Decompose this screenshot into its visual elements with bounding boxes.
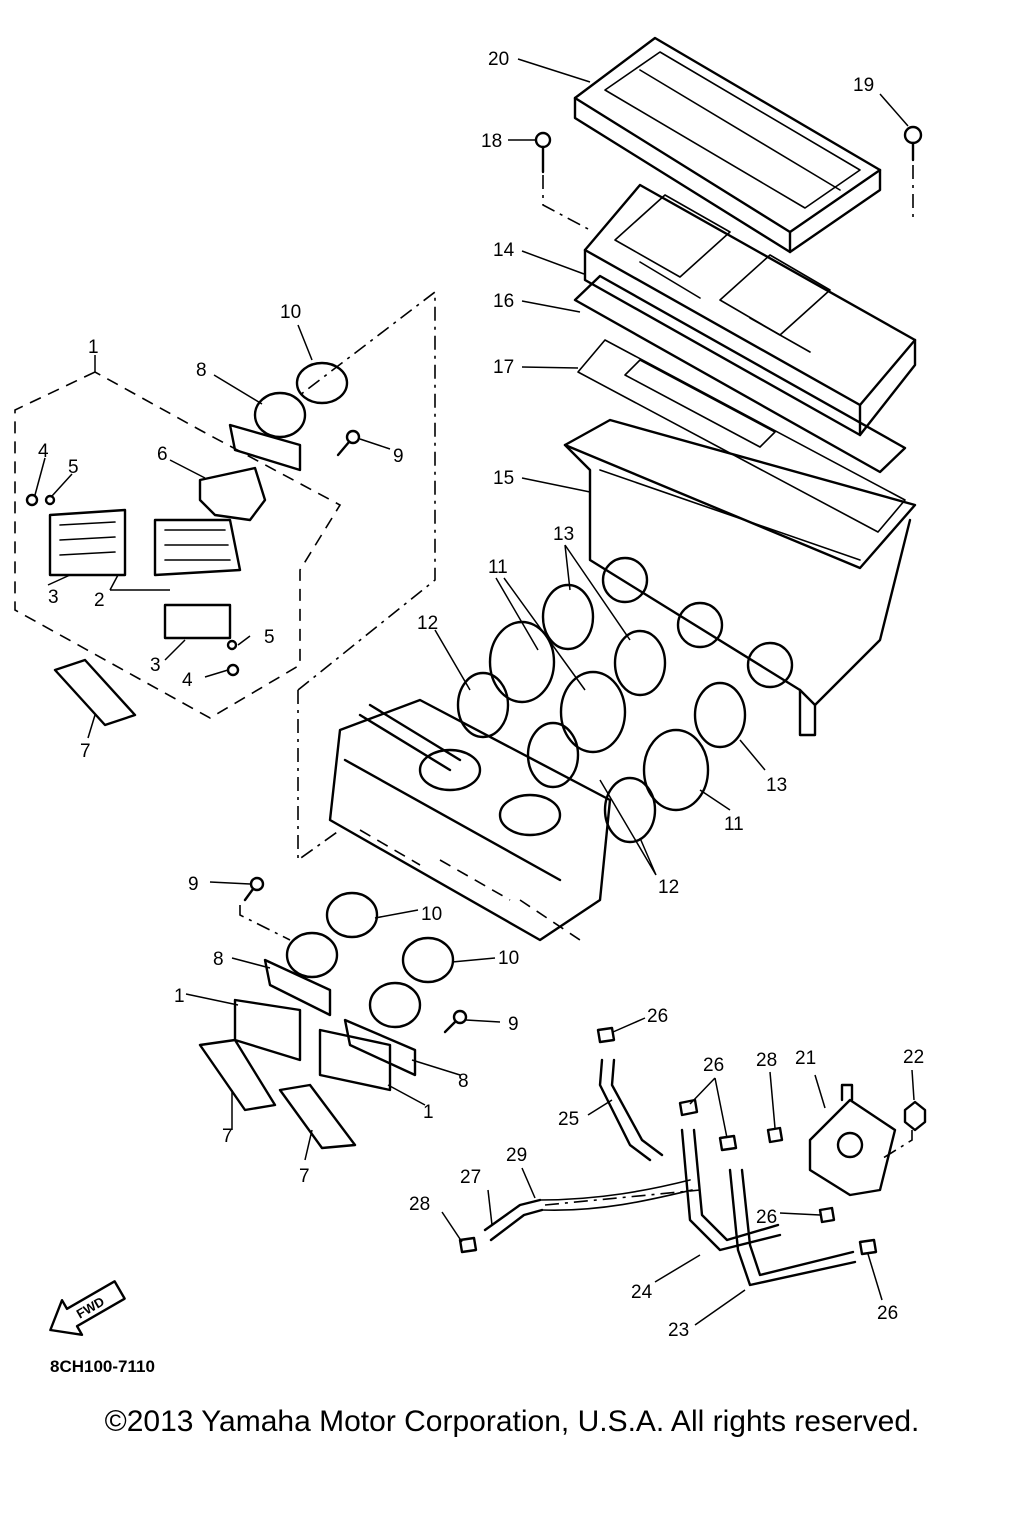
reed-valve-1c xyxy=(318,1028,392,1092)
callout-26d: 26 xyxy=(877,1303,898,1324)
fwd-arrow-icon: FWD xyxy=(49,1280,126,1337)
callout-14: 14 xyxy=(493,240,515,261)
part-code: 8CH100-7110 xyxy=(50,1357,155,1376)
callout-9c: 9 xyxy=(508,1014,519,1035)
hose-25 xyxy=(598,1058,664,1162)
callout-7c: 7 xyxy=(299,1166,310,1187)
callout-1a: 1 xyxy=(88,337,99,358)
callout-25: 25 xyxy=(558,1109,579,1130)
reed-valve-case-1 xyxy=(153,518,242,577)
bolt-9c xyxy=(443,1009,468,1034)
callout-6: 6 xyxy=(157,444,168,465)
bolt-19 xyxy=(903,125,923,220)
hose-23 xyxy=(728,1168,857,1287)
callout-15: 15 xyxy=(493,468,514,489)
callout-4b: 4 xyxy=(182,670,193,691)
callout-13b: 13 xyxy=(766,775,787,796)
clamps-12 xyxy=(456,671,657,844)
callout-11b: 11 xyxy=(724,814,744,835)
bolt-9a xyxy=(336,429,361,457)
intake-joints-11 xyxy=(488,620,710,812)
intake-manifold-8a xyxy=(228,391,307,472)
callout-13a: 13 xyxy=(553,524,574,545)
callout-23: 23 xyxy=(668,1320,689,1341)
hose-clips-26-28 xyxy=(458,1026,878,1256)
callout-4a: 4 xyxy=(38,441,49,462)
callout-10c: 10 xyxy=(498,948,519,969)
leader-lines xyxy=(34,58,915,1326)
callout-28b: 28 xyxy=(409,1194,430,1215)
clamp-10c xyxy=(401,936,455,984)
callout-11a: 11 xyxy=(488,557,508,578)
callout-8a: 8 xyxy=(196,360,207,381)
callout-7a: 7 xyxy=(80,741,91,762)
callout-1b: 1 xyxy=(174,986,185,1007)
clamp-10a xyxy=(295,361,349,405)
callout-9a: 9 xyxy=(393,446,404,467)
callout-26c: 26 xyxy=(756,1207,777,1228)
carburetor-assembly xyxy=(328,698,612,942)
centerline-lower xyxy=(297,690,341,862)
callout-labels: 20 19 18 14 16 17 15 1 8 10 6 4 5 9 3 2 … xyxy=(38,49,924,1341)
callout-8b: 8 xyxy=(213,949,224,970)
callout-3a: 3 xyxy=(48,587,59,608)
small-screws-4-5 xyxy=(25,493,240,677)
callout-12a: 12 xyxy=(417,613,438,634)
callout-5a: 5 xyxy=(68,457,79,478)
callout-17: 17 xyxy=(493,357,514,378)
gasket-7c xyxy=(278,1083,357,1150)
gasket-7a xyxy=(53,658,137,727)
hose-27-29 xyxy=(483,1179,701,1242)
callout-18: 18 xyxy=(481,131,502,152)
callout-20: 20 xyxy=(488,49,509,70)
bolt-9b xyxy=(239,876,291,941)
callout-19: 19 xyxy=(853,75,874,96)
callout-10b: 10 xyxy=(421,904,442,925)
callout-8c: 8 xyxy=(458,1071,469,1092)
callout-5b: 5 xyxy=(264,627,275,648)
centerline-upper xyxy=(297,290,436,691)
callout-16: 16 xyxy=(493,291,514,312)
air-filter-cover-20 xyxy=(573,36,882,254)
intake-manifold-8c xyxy=(343,981,422,1077)
callout-26b: 26 xyxy=(703,1055,724,1076)
callout-22: 22 xyxy=(903,1047,924,1068)
callout-2: 2 xyxy=(94,590,105,611)
callout-7b: 7 xyxy=(222,1126,233,1147)
reed-valve-3a xyxy=(48,508,127,577)
callout-3b: 3 xyxy=(150,655,161,676)
gasket-7b xyxy=(198,1038,277,1112)
intake-manifold-8b xyxy=(263,931,339,1017)
clamps-13 xyxy=(541,583,747,749)
callout-21: 21 xyxy=(795,1048,816,1069)
callout-27: 27 xyxy=(460,1167,481,1188)
reed-valve-3b xyxy=(163,603,232,640)
fuel-pump-21 xyxy=(808,1083,897,1197)
callout-1c: 1 xyxy=(423,1102,434,1123)
reed-stopper-6 xyxy=(198,466,267,522)
clamp-10b xyxy=(325,891,379,939)
nut-22 xyxy=(879,1100,927,1161)
callout-10a: 10 xyxy=(280,302,301,323)
reed-valve-1b xyxy=(233,998,302,1062)
gasket-17 xyxy=(577,339,906,533)
callout-9b: 9 xyxy=(188,874,199,895)
air-box-case-15 xyxy=(563,418,917,737)
callout-12b: 12 xyxy=(658,877,679,898)
callout-28a: 28 xyxy=(756,1050,777,1071)
callout-29: 29 xyxy=(506,1145,527,1166)
callout-26a: 26 xyxy=(647,1006,668,1027)
air-box-cap-14 xyxy=(583,183,917,437)
bolt-18 xyxy=(534,131,591,231)
callout-24: 24 xyxy=(631,1282,653,1303)
seal-16 xyxy=(573,274,907,474)
copyright-notice: ©2013 Yamaha Motor Corporation, U.S.A. A… xyxy=(104,1405,920,1438)
